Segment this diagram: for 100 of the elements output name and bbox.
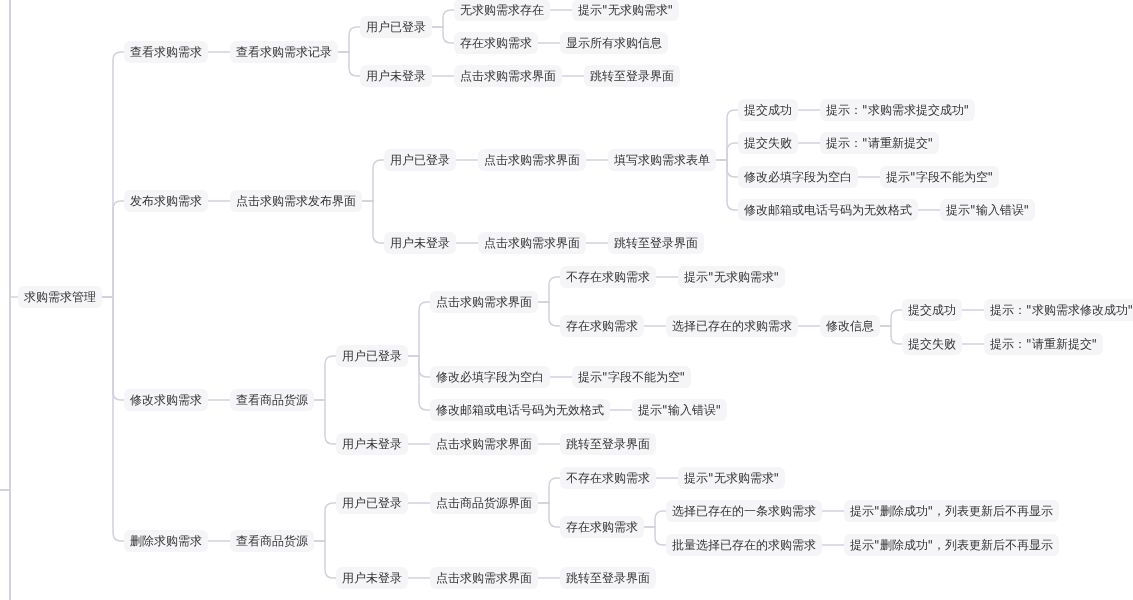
topic-node: 修改邮箱或电话号码为无效格式 xyxy=(430,399,610,421)
connector-line xyxy=(431,75,455,77)
connector-line xyxy=(821,544,845,546)
topic-node: 存在求购需求 xyxy=(560,315,644,337)
connector-line xyxy=(407,355,431,411)
connector-line xyxy=(431,26,455,44)
topic-node: 批量选择已存在的求购需求 xyxy=(666,534,822,556)
topic-node: 填写求购需求表单 xyxy=(608,149,716,171)
topic-node: 用户未登录 xyxy=(384,232,456,254)
topic-node: 跳转至登录界面 xyxy=(608,232,704,254)
connector-line xyxy=(879,325,903,345)
connector-line xyxy=(821,510,845,512)
connector-line xyxy=(797,142,821,144)
connector-line xyxy=(643,526,667,546)
connector-line xyxy=(207,540,231,542)
connector-line xyxy=(549,9,573,11)
topic-node: 用户已登录 xyxy=(336,492,408,514)
connector-line xyxy=(207,51,231,53)
connector-line xyxy=(207,200,231,202)
topic-node: 跳转至登录界面 xyxy=(560,433,656,455)
topic-node: 用户未登录 xyxy=(336,567,408,589)
topic-node: 修改邮箱或电话号码为无效格式 xyxy=(738,199,918,221)
topic-node: 发布求购需求 xyxy=(124,190,208,212)
connector-line xyxy=(407,443,431,445)
connector-line xyxy=(585,159,609,161)
topic-node: 提示"无求购需求" xyxy=(572,0,680,21)
topic-node: 删除求购需求 xyxy=(124,530,208,552)
connector-line xyxy=(643,325,667,327)
topic-node: 查看商品货源 xyxy=(230,389,314,411)
connector-line xyxy=(797,325,821,327)
topic-node: 点击求购需求界面 xyxy=(430,567,538,589)
topic-node: 查看求购需求 xyxy=(124,41,208,63)
connector-line xyxy=(537,502,561,528)
topic-node: 提示"无求购需求" xyxy=(678,266,786,288)
connector-line xyxy=(407,577,431,579)
connector-line xyxy=(537,301,561,327)
connector-line xyxy=(313,399,337,445)
topic-node: 用户已登录 xyxy=(336,345,408,367)
topic-node: 用户未登录 xyxy=(336,433,408,455)
topic-node: 用户已登录 xyxy=(384,149,456,171)
topic-node: 选择已存在的求购需求 xyxy=(666,315,798,337)
topic-node: 点击求购需求界面 xyxy=(430,433,538,455)
topic-node: 提交失败 xyxy=(738,132,798,154)
topic-node: 提交失败 xyxy=(902,333,962,355)
connector-line xyxy=(537,42,561,44)
connector-line xyxy=(917,209,941,211)
connector-line xyxy=(549,376,573,378)
topic-node: 点击求购需求界面 xyxy=(454,65,562,87)
connector-line xyxy=(455,159,479,161)
topic-node: 提示"字段不能为空" xyxy=(572,366,692,388)
topic-node: 点击求购需求发布界面 xyxy=(230,190,362,212)
connector-line xyxy=(655,477,679,479)
topic-node: 存在求购需求 xyxy=(454,32,538,54)
topic-node: 提示："求购需求修改成功" xyxy=(984,299,1133,321)
topic-node: 跳转至登录界面 xyxy=(584,65,680,87)
topic-node: 点击求购需求界面 xyxy=(430,291,538,313)
topic-node: 提交成功 xyxy=(902,299,962,321)
topic-node: 点击求购需求界面 xyxy=(478,232,586,254)
connector-line xyxy=(961,309,985,311)
topic-node: 显示所有求购信息 xyxy=(560,32,668,54)
topic-node: 提示"输入错误" xyxy=(632,399,728,421)
connector-line xyxy=(455,242,479,244)
topic-node: 提示"删除成功"，列表更新后不再显示 xyxy=(844,500,1060,522)
topic-node: 不存在求购需求 xyxy=(560,467,656,489)
topic-node: 修改必填字段为空白 xyxy=(430,366,550,388)
topic-node: 存在求购需求 xyxy=(560,516,644,538)
topic-node: 不存在求购需求 xyxy=(560,266,656,288)
topic-node: 修改求购需求 xyxy=(124,389,208,411)
topic-node: 无求购需求存在 xyxy=(454,0,550,21)
connector-line xyxy=(857,176,881,178)
topic-node: 用户未登录 xyxy=(360,65,432,87)
topic-node: 提示"输入错误" xyxy=(940,199,1036,221)
topic-node: 跳转至登录界面 xyxy=(560,567,656,589)
topic-node: 求购需求管理 xyxy=(18,286,102,308)
connector-line xyxy=(797,109,821,111)
topic-node: 查看商品货源 xyxy=(230,530,314,552)
topic-node: 选择已存在的一条求购需求 xyxy=(666,500,822,522)
topic-node: 提示"无求购需求" xyxy=(678,467,786,489)
topic-node: 提示"字段不能为空" xyxy=(880,166,1000,188)
topic-node: 查看求购需求记录 xyxy=(230,41,338,63)
connector-line xyxy=(655,276,679,278)
connector-line xyxy=(561,75,585,77)
topic-node: 提示："请重新提交" xyxy=(820,132,940,154)
connector-line xyxy=(207,399,231,401)
connector-line xyxy=(313,540,337,579)
topic-node: 修改必填字段为空白 xyxy=(738,166,858,188)
topic-node: 提示："请重新提交" xyxy=(984,333,1104,355)
connector-line xyxy=(337,51,361,77)
connector-line xyxy=(9,296,19,298)
topic-node: 用户已登录 xyxy=(360,16,432,38)
connector-line xyxy=(585,242,609,244)
topic-node: 提示："求购需求提交成功" xyxy=(820,99,976,121)
topic-node: 提示"删除成功"，列表更新后不再显示 xyxy=(844,534,1060,556)
connector-line xyxy=(361,200,385,244)
connector-line xyxy=(537,443,561,445)
topic-node: 点击求购需求界面 xyxy=(478,149,586,171)
connector-line xyxy=(407,502,431,504)
connector-line xyxy=(537,577,561,579)
topic-node: 提交成功 xyxy=(738,99,798,121)
connector-line xyxy=(961,343,985,345)
